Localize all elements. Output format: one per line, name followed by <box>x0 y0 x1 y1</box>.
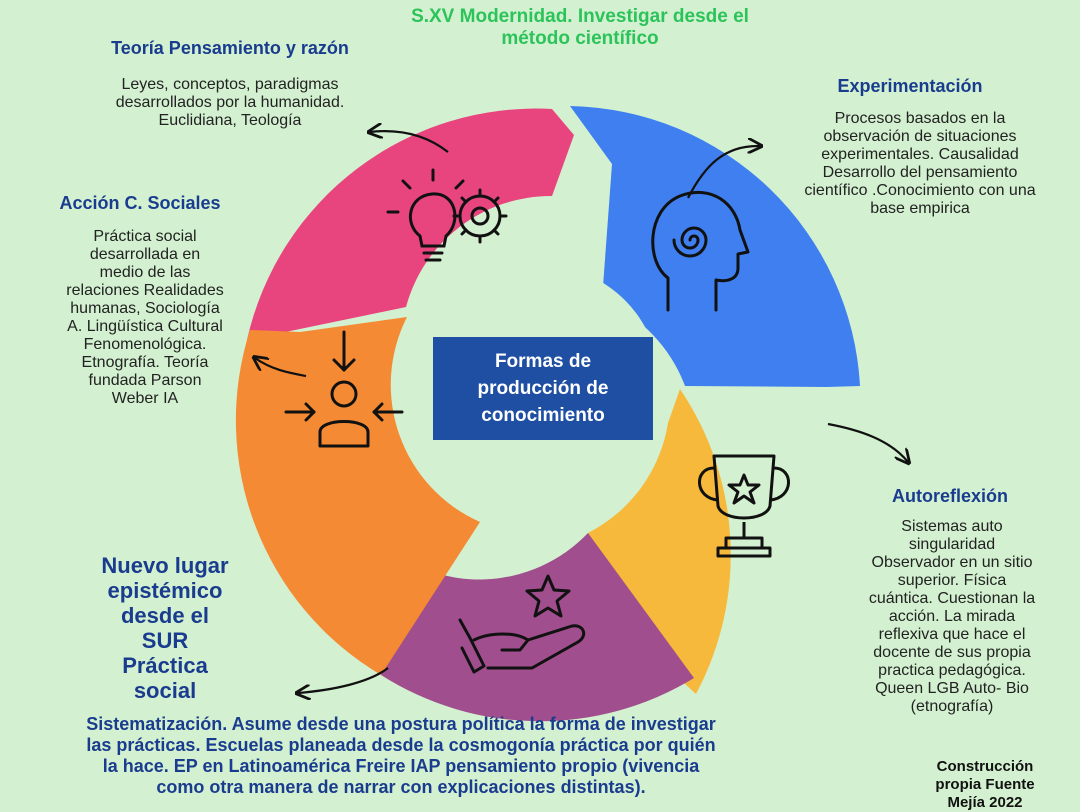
center-label: Formas de producción de conocimiento <box>433 337 653 440</box>
heading-teoria: Teoría Pensamiento y razón <box>111 38 349 58</box>
segment-experimentacion <box>570 106 860 387</box>
text-teoria: Leyes, conceptos, paradigmas desarrollad… <box>115 76 345 129</box>
arrow-to-accion <box>255 358 307 378</box>
heading-accion: Acción C. Sociales <box>59 193 221 213</box>
text-sistematizacion: Sistematización. Asume desde una postura… <box>86 714 716 797</box>
text-accion: Práctica social desarrollada en medio de… <box>66 228 224 407</box>
person-arrows-icon <box>284 330 404 448</box>
heading-autoreflexion: Autoreflexión <box>891 486 1008 506</box>
text-experimentacion: Procesos basados en la observación de si… <box>804 110 1036 217</box>
arrow-to-sistematizacion <box>298 667 389 693</box>
text-autoreflexion: Sistemas auto singularidad Observador en… <box>868 518 1036 715</box>
head-spiral-icon <box>651 190 750 312</box>
segment-autoreflexion <box>588 389 731 694</box>
lightbulb-gear-icon <box>386 168 508 262</box>
arrow-to-teoria <box>370 131 449 153</box>
hand-star-icon <box>458 574 586 674</box>
diagram-title: S.XV Modernidad. Investigar desde el mét… <box>411 6 749 49</box>
credit: Construcción propia Fuente Mejía 2022 <box>935 758 1035 811</box>
heading-nuevo-lugar: Nuevo lugar epistémico desde el SUR Prác… <box>101 553 229 703</box>
arrow-to-experimentacion <box>687 146 760 199</box>
trophy-icon <box>698 454 790 558</box>
segment-sistematizacion <box>378 533 694 722</box>
heading-experimentacion: Experimentación <box>837 76 983 96</box>
arrow-to-autoreflexion <box>827 422 908 462</box>
segment-accion <box>235 317 480 675</box>
